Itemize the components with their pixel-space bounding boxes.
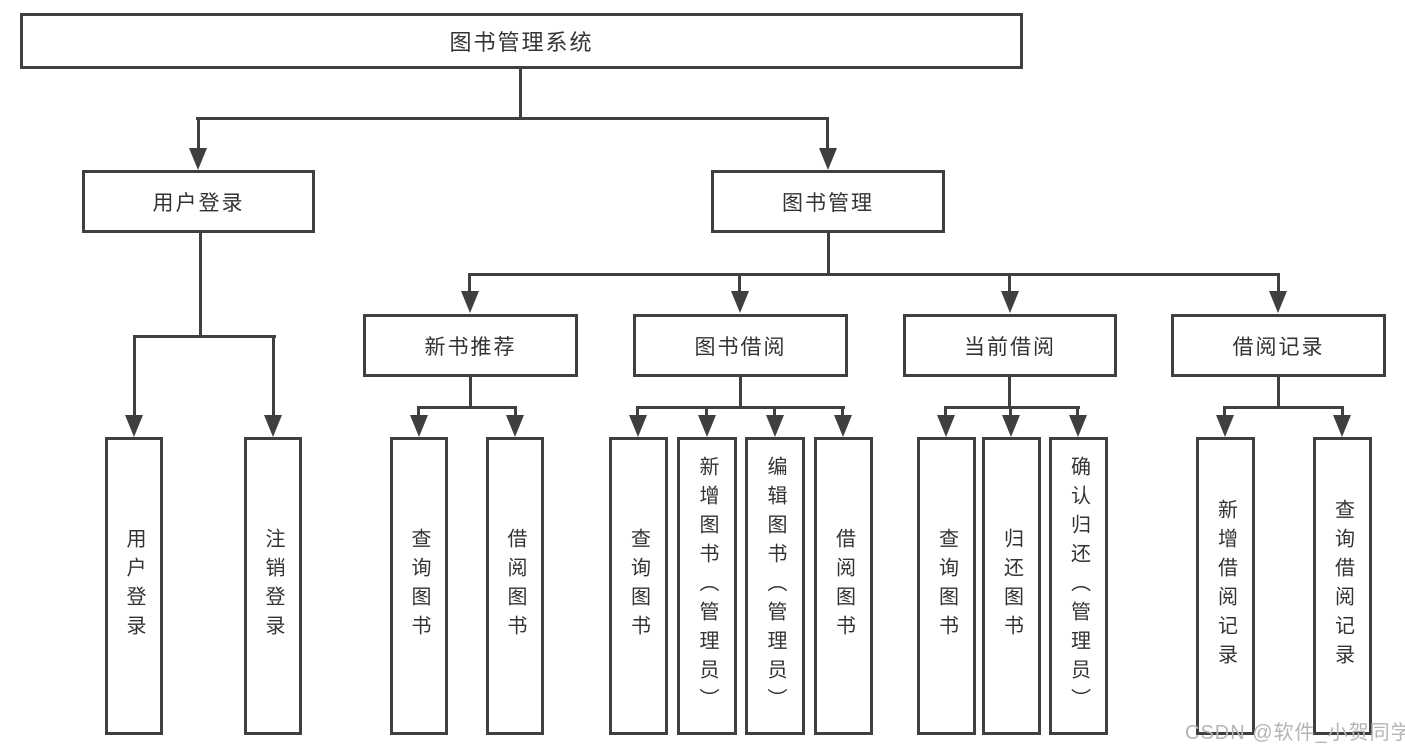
leaf-br-query-record-label: 查询借阅记录 bbox=[1331, 499, 1354, 673]
leaf-user-login-label: 用户登录 bbox=[123, 528, 145, 644]
connector-userlogin-bar bbox=[133, 335, 276, 338]
arrow-down-icon bbox=[629, 415, 647, 437]
node-root: 图书管理系统 bbox=[20, 13, 1023, 69]
node-current-borrow: 当前借阅 bbox=[903, 314, 1117, 377]
node-borrow-records: 借阅记录 bbox=[1171, 314, 1386, 377]
connector-newbook-bar bbox=[417, 406, 517, 409]
arrow-down-icon bbox=[698, 415, 716, 437]
connector-borrow-drop-1 bbox=[636, 406, 639, 417]
leaf-cb-query-book: 查询图书 bbox=[917, 437, 976, 735]
connector-records-stub bbox=[1277, 376, 1280, 408]
leaf-logout: 注销登录 bbox=[244, 437, 302, 735]
leaf-logout-label: 注销登录 bbox=[262, 528, 284, 644]
arrow-down-icon bbox=[1002, 415, 1020, 437]
leaf-nb-query-book: 查询图书 bbox=[390, 437, 448, 735]
connector-current-stub bbox=[1008, 376, 1011, 408]
connector-userlogin-drop-left bbox=[133, 335, 136, 416]
leaf-br-add-record: 新增借阅记录 bbox=[1196, 437, 1255, 735]
leaf-cb-return-book: 归还图书 bbox=[982, 437, 1041, 735]
node-new-book-recommend-label: 新书推荐 bbox=[424, 335, 517, 359]
arrow-down-icon bbox=[1216, 415, 1234, 437]
connector-root-stub bbox=[519, 68, 522, 119]
arrow-down-icon bbox=[189, 148, 207, 170]
leaf-cb-confirm-return-label: 确认归还（管理员） bbox=[1067, 455, 1090, 717]
connector-borrow-bar bbox=[636, 406, 845, 409]
leaf-nb-query-book-label: 查询图书 bbox=[408, 528, 430, 644]
leaf-nb-borrow-book: 借阅图书 bbox=[486, 437, 544, 735]
arrow-down-icon bbox=[264, 415, 282, 437]
leaf-bb-add-book-label: 新增图书（管理员） bbox=[696, 455, 718, 717]
arrow-down-icon bbox=[766, 415, 784, 437]
connector-bookmgmt-drop-3 bbox=[1008, 273, 1011, 293]
connector-bookmgmt-drop-2 bbox=[738, 273, 741, 293]
connector-records-drop-2 bbox=[1341, 406, 1344, 417]
node-borrow-records-label: 借阅记录 bbox=[1232, 335, 1325, 359]
leaf-bb-query-book-label: 查询图书 bbox=[627, 528, 650, 644]
connector-current-drop-2 bbox=[1009, 406, 1012, 417]
leaf-cb-query-book-label: 查询图书 bbox=[935, 528, 958, 644]
node-user-login-label: 用户登录 bbox=[152, 191, 245, 215]
leaf-br-add-record-label: 新增借阅记录 bbox=[1214, 499, 1237, 673]
arrow-down-icon bbox=[1069, 415, 1087, 437]
node-root-label: 图书管理系统 bbox=[449, 30, 594, 55]
connector-records-drop-1 bbox=[1223, 406, 1226, 417]
node-book-borrow: 图书借阅 bbox=[633, 314, 848, 377]
arrow-down-icon bbox=[461, 291, 479, 313]
leaf-cb-return-book-label: 归还图书 bbox=[1000, 528, 1023, 644]
arrow-down-icon bbox=[834, 415, 852, 437]
node-book-management: 图书管理 bbox=[711, 170, 945, 233]
connector-newbook-drop-2 bbox=[514, 406, 517, 417]
node-new-book-recommend: 新书推荐 bbox=[363, 314, 578, 377]
connector-bookmgmt-drop-4 bbox=[1277, 273, 1280, 293]
node-user-login: 用户登录 bbox=[82, 170, 315, 233]
leaf-bb-borrow-book: 借阅图书 bbox=[814, 437, 873, 735]
connector-current-drop-3 bbox=[1076, 406, 1079, 417]
connector-current-bar bbox=[944, 406, 1080, 409]
connector-root-drop-left bbox=[197, 117, 200, 150]
csdn-watermark: CSDN @软件_小贺同学 bbox=[1185, 722, 1405, 744]
connector-bookmgmt-stub bbox=[827, 233, 830, 275]
arrow-down-icon bbox=[1269, 291, 1287, 313]
connector-borrow-stub bbox=[739, 376, 742, 408]
node-book-borrow-label: 图书借阅 bbox=[694, 335, 787, 359]
connector-borrow-drop-2 bbox=[705, 406, 708, 417]
connector-records-bar bbox=[1223, 406, 1344, 409]
leaf-bb-borrow-book-label: 借阅图书 bbox=[832, 528, 855, 644]
connector-borrow-drop-3 bbox=[773, 406, 776, 417]
leaf-user-login: 用户登录 bbox=[105, 437, 163, 735]
connector-current-drop-1 bbox=[944, 406, 947, 417]
arrow-down-icon bbox=[410, 415, 428, 437]
leaf-nb-borrow-book-label: 借阅图书 bbox=[504, 528, 526, 644]
connector-userlogin-stub bbox=[199, 233, 202, 337]
leaf-bb-query-book: 查询图书 bbox=[609, 437, 668, 735]
connector-newbook-stub bbox=[469, 376, 472, 408]
leaf-bb-edit-book: 编辑图书（管理员） bbox=[745, 437, 805, 735]
arrow-down-icon bbox=[819, 148, 837, 170]
connector-bookmgmt-drop-1 bbox=[468, 273, 471, 293]
connector-root-bar bbox=[196, 117, 829, 120]
connector-root-drop-right bbox=[826, 117, 829, 150]
connector-bookmgmt-bar bbox=[468, 273, 1280, 276]
leaf-bb-edit-book-label: 编辑图书（管理员） bbox=[764, 455, 786, 717]
connector-borrow-drop-4 bbox=[841, 406, 844, 417]
leaf-bb-add-book: 新增图书（管理员） bbox=[677, 437, 737, 735]
arrow-down-icon bbox=[937, 415, 955, 437]
arrow-down-icon bbox=[1001, 291, 1019, 313]
leaf-br-query-record: 查询借阅记录 bbox=[1313, 437, 1372, 735]
arrow-down-icon bbox=[506, 415, 524, 437]
arrow-down-icon bbox=[731, 291, 749, 313]
leaf-cb-confirm-return: 确认归还（管理员） bbox=[1049, 437, 1108, 735]
connector-newbook-drop-1 bbox=[417, 406, 420, 417]
node-current-borrow-label: 当前借阅 bbox=[964, 335, 1056, 359]
arrow-down-icon bbox=[125, 415, 143, 437]
connector-userlogin-drop-right bbox=[272, 335, 275, 416]
node-book-management-label: 图书管理 bbox=[782, 191, 874, 215]
arrow-down-icon bbox=[1333, 415, 1351, 437]
